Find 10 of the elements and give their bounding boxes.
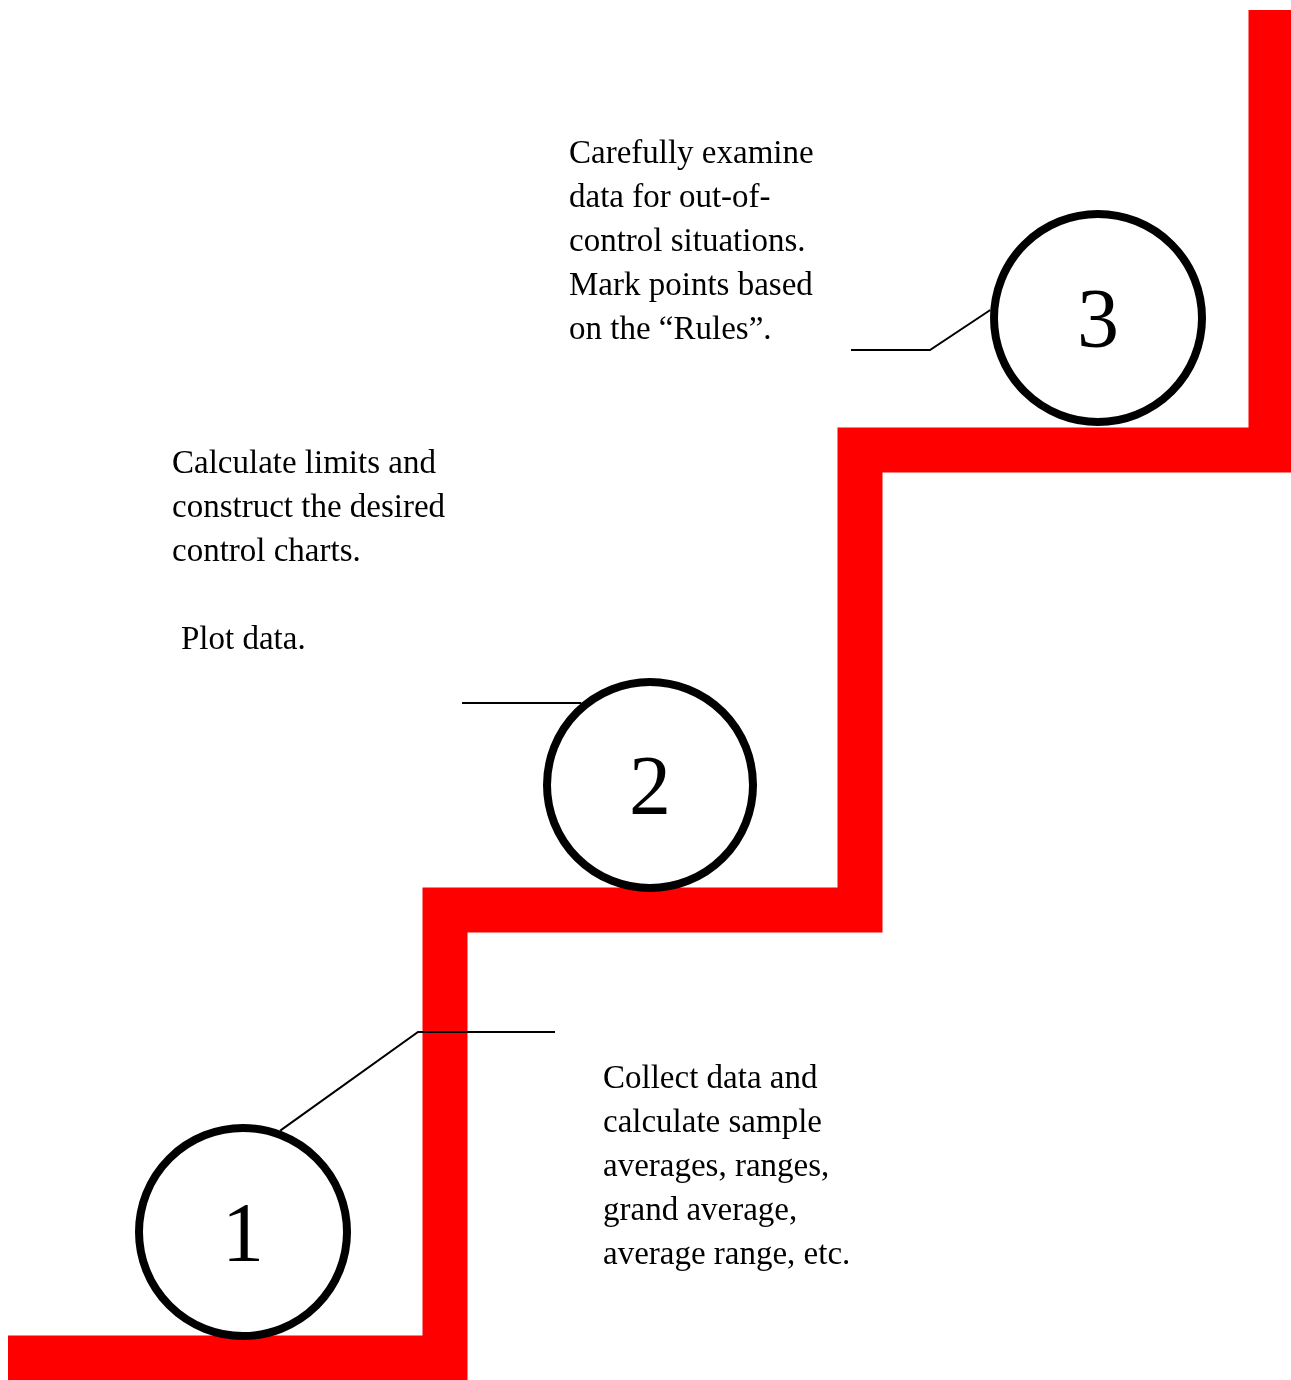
step-description: Calculate limits and construct the desired control charts. bbox=[172, 443, 447, 570]
leader-line bbox=[279, 1031, 556, 1132]
step-description: Collect data and calculate sample averages, ranges, grand average, average range, etc. bbox=[603, 1058, 852, 1273]
step-number-circle: 1 bbox=[135, 1124, 351, 1340]
leader-line bbox=[850, 309, 992, 351]
step-description: Carefully examine data for out-of-control situations. Mark points based on the “Rules”. bbox=[569, 133, 815, 348]
step-note: Plot data. bbox=[180, 619, 307, 658]
leader-line bbox=[461, 701, 583, 704]
step-number-circle: 2 bbox=[543, 678, 757, 892]
step-number-circle: 3 bbox=[990, 210, 1206, 426]
